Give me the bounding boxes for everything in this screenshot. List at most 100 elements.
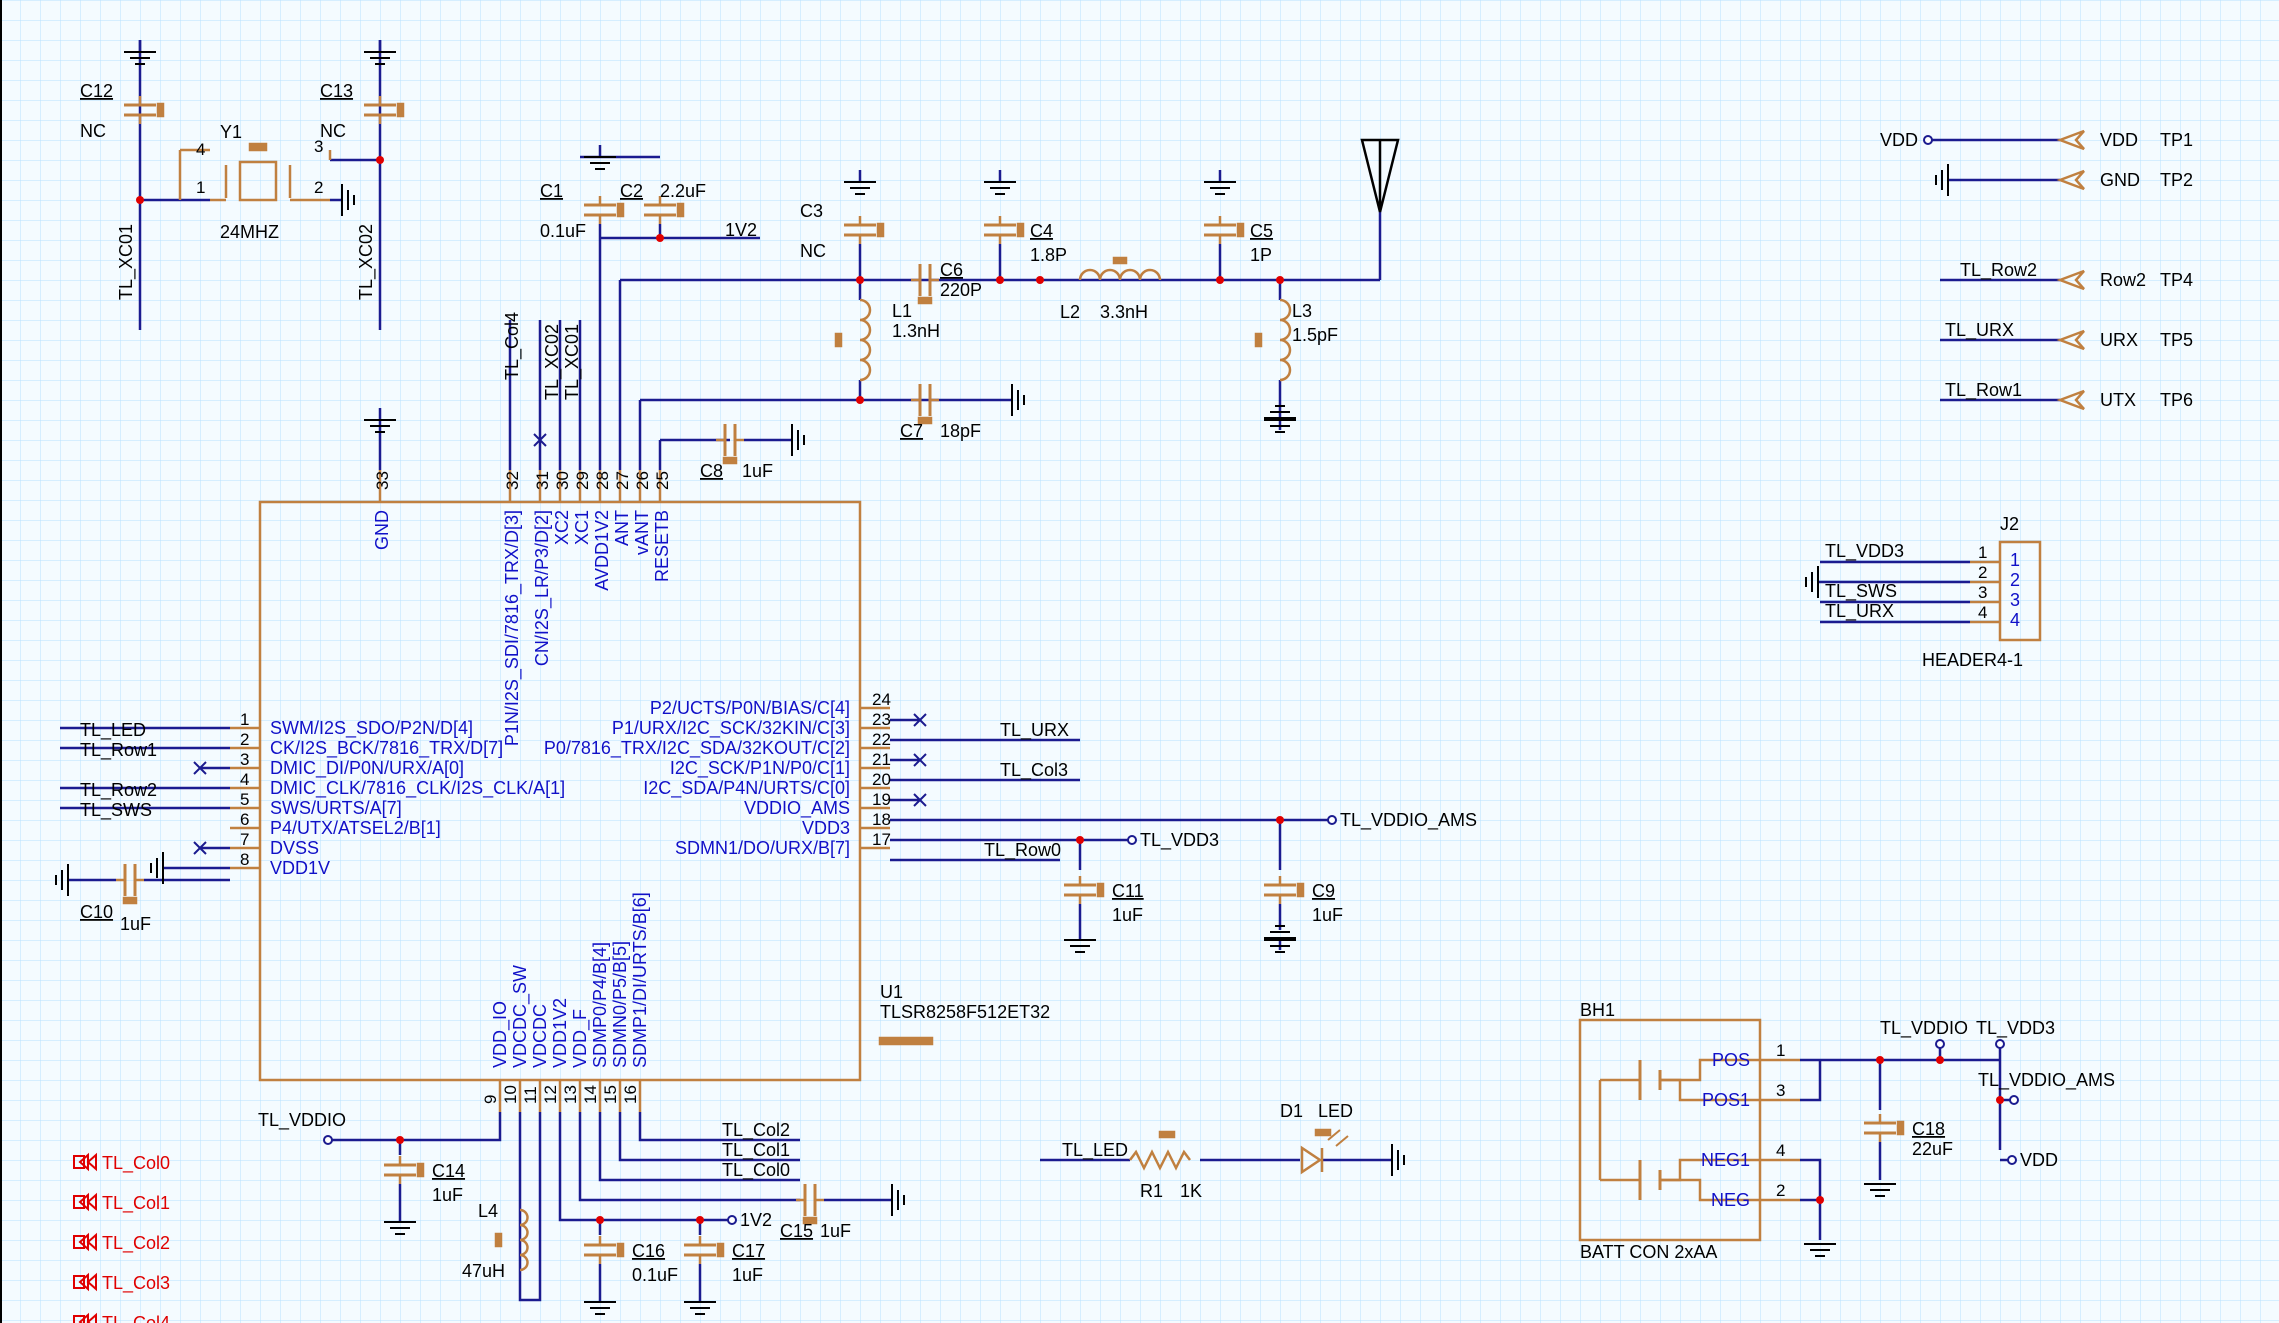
tl-xc01-ic-label: TL_XC01 — [562, 324, 583, 400]
r1-ref: R1 — [1140, 1181, 1163, 1201]
tp4-net: TL_Row2 — [1960, 260, 2037, 281]
u1-pin-name-5: SWS/URTS/A[7] — [270, 798, 402, 818]
bh1-pin-name: POS — [1712, 1050, 1750, 1070]
c12-capacitor — [124, 103, 156, 117]
ground-symbol — [384, 1221, 416, 1235]
bh1-pin-num: 2 — [1776, 1181, 1785, 1200]
pin1-mark — [494, 1232, 503, 1248]
u1-pin-name-29: XC1 — [572, 510, 592, 545]
pin1-mark — [1096, 882, 1105, 898]
pin1-mark — [802, 1216, 818, 1225]
j2-part: HEADER4-1 — [1922, 650, 2023, 670]
d1-ref: D1 — [1280, 1101, 1303, 1121]
ground-symbol — [1204, 181, 1236, 195]
wire — [578, 1112, 800, 1202]
u1-pin-name-10: VDCDC_SW — [510, 965, 531, 1068]
c3-ref: C3 — [800, 201, 823, 221]
crystal-pin1: 1 — [196, 178, 205, 197]
u1-pin-25: 25 — [653, 471, 672, 490]
tl-vddio-batt-label: TL_VDDIO — [1880, 1018, 1968, 1039]
pin1-mark — [1296, 882, 1305, 898]
d1-val: LED — [1318, 1101, 1353, 1121]
c4-capacitor — [984, 223, 1016, 237]
junction-dot — [596, 1216, 604, 1224]
c6-capacitor — [918, 264, 932, 296]
bh1-pin-name: NEG1 — [1701, 1150, 1750, 1170]
u1-pin-19: 19 — [872, 790, 891, 809]
u1-pin-30: 30 — [553, 471, 572, 490]
port-label: TL_Col0 — [102, 1153, 170, 1174]
no-connect-mark — [533, 433, 547, 447]
tl-sws-left-label: TL_SWS — [80, 800, 152, 821]
port-box — [73, 1315, 85, 1323]
pin1-mark — [1236, 222, 1245, 238]
u1-pin-name-24: P2/UCTS/P0N/BIAS/C[4] — [650, 698, 850, 718]
u1-pin-23: 23 — [872, 710, 891, 729]
wire — [598, 1112, 800, 1182]
u1-pin-2: 2 — [240, 730, 249, 749]
j2-body — [1998, 540, 2042, 642]
tl-vdd3-batt-label: TL_VDD3 — [1976, 1018, 2055, 1039]
ground-symbol — [1011, 384, 1025, 416]
tp5-net: TL_URX — [1945, 320, 2014, 341]
c5-val: 1P — [1250, 245, 1272, 265]
ground-symbol — [1264, 405, 1296, 419]
wire — [1800, 1060, 1822, 1102]
u1-pin-name-8: VDD1V — [270, 858, 330, 878]
c18-ref: C18 — [1912, 1119, 1945, 1139]
c9-val: 1uF — [1312, 905, 1343, 925]
c8-capacitor — [723, 424, 737, 456]
component-bodies — [116, 96, 2085, 1272]
c11-ref: C11 — [1112, 881, 1144, 901]
ground-symbol — [1864, 1183, 1896, 1197]
ground-symbol — [1264, 939, 1296, 953]
c4-ref: C4 — [1030, 221, 1053, 241]
junction-dot — [1876, 1056, 1884, 1064]
net-connector — [1923, 135, 1933, 145]
l1-ref: L1 — [892, 301, 912, 321]
l3-val: 1.5pF — [1292, 325, 1338, 345]
u1-pin-name-18: VDD3 — [802, 818, 850, 838]
u1-pin-28: 28 — [593, 471, 612, 490]
ground-symbol — [1804, 1243, 1836, 1257]
crystal-ref: Y1 — [220, 122, 242, 142]
d1-led — [1300, 1145, 1324, 1175]
ground-symbol — [55, 864, 69, 896]
u1-pin-20: 20 — [872, 770, 891, 789]
no-connect-mark — [913, 793, 927, 807]
u1-pin-13: 13 — [561, 1085, 580, 1104]
net-connector — [2009, 1095, 2019, 1105]
tp-ref: TP6 — [2160, 390, 2193, 410]
j2-net-sws: TL_SWS — [1825, 581, 1897, 602]
c2-val: 2.2uF — [660, 181, 706, 201]
u1-pin-name-17: SDMN1/DO/URX/B[7] — [675, 838, 850, 858]
u1-pin-name-19: VDDIO_AMS — [744, 798, 850, 819]
c16-val: 0.1uF — [632, 1265, 678, 1285]
j2-net-vdd3: TL_VDD3 — [1825, 541, 1904, 562]
junction-dot — [1216, 276, 1224, 284]
l2-inductor — [1078, 268, 1162, 281]
j2-ref: J2 — [2000, 514, 2019, 534]
j2-pin-name: 4 — [2010, 610, 2020, 630]
net-connector — [1127, 835, 1137, 845]
pin1-mark — [876, 222, 885, 238]
u1-pin-26: 26 — [633, 471, 652, 490]
pin1-mark — [722, 456, 738, 465]
c16-ref: C16 — [632, 1241, 665, 1261]
port-box — [73, 1275, 85, 1289]
l2-ref: L2 — [1060, 302, 1080, 322]
c13-ref: C13 — [320, 81, 353, 101]
no-connect-mark — [193, 841, 207, 855]
c13-capacitor — [364, 103, 396, 117]
u1-pin-name-12: VDD1V2 — [550, 998, 570, 1068]
c11-capacitor — [1064, 883, 1096, 897]
net-connector — [1935, 1039, 1945, 1049]
u1-pin-18: 18 — [872, 810, 891, 829]
bh1-pin-num: 3 — [1776, 1081, 1785, 1100]
tl-vddio-label: TL_VDDIO — [258, 1110, 346, 1131]
no-connect-mark — [913, 713, 927, 727]
test-point-arrow — [2056, 169, 2085, 191]
tp-ref: TP4 — [2160, 270, 2193, 290]
u1-part: TLSR8258F512ET32 — [880, 1002, 1050, 1022]
